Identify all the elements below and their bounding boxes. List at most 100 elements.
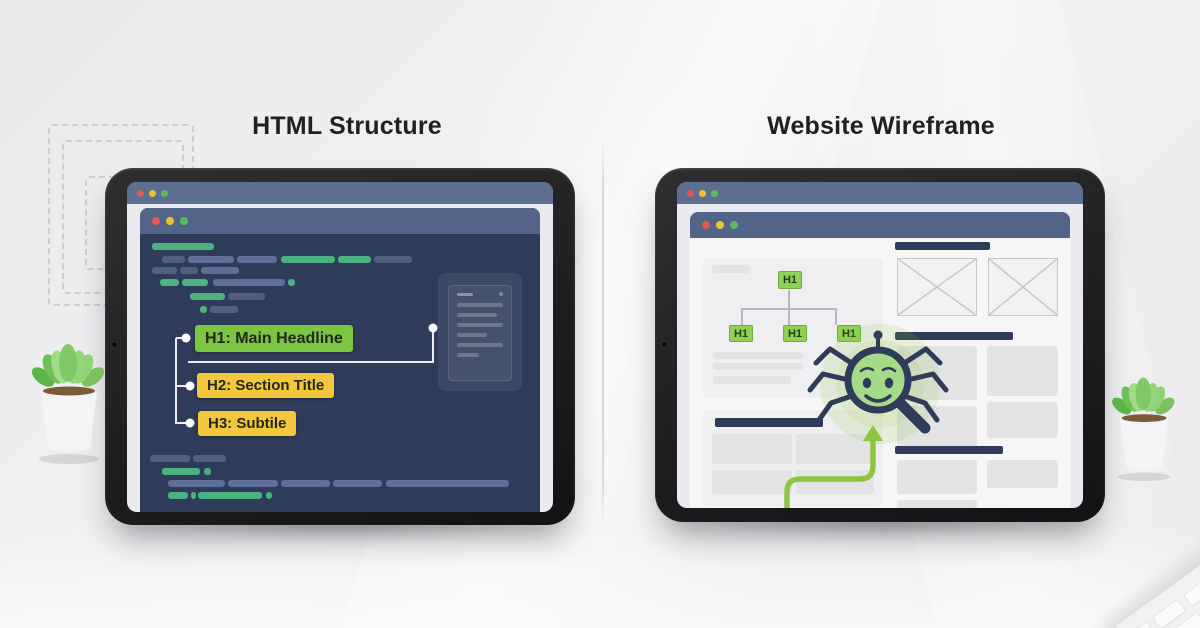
code-line-bar	[210, 306, 238, 313]
potted-plant-left-icon	[31, 344, 105, 464]
code-line-bar	[152, 267, 177, 274]
traffic-light-red-icon	[687, 189, 694, 197]
code-line-bar	[198, 492, 262, 499]
h1-heading-label: H1: Main Headline	[195, 325, 353, 352]
wireframe-block	[712, 434, 792, 464]
tree-line	[788, 290, 790, 308]
wireframe-title-bar	[690, 212, 1070, 238]
traffic-light-red-icon	[702, 221, 710, 229]
code-area: H1: Main Headline H2: Section Title H3: …	[140, 234, 540, 512]
left-tablet-screen: H1: Main Headline H2: Section Title H3: …	[127, 182, 553, 512]
code-line-bar	[190, 293, 225, 300]
wireframe-text-block	[713, 376, 791, 384]
h2-heading-label: H2: Section Title	[197, 373, 335, 398]
right-section-title: Website Wireframe	[767, 112, 995, 140]
code-line-bar	[191, 492, 196, 499]
code-line-bar	[162, 468, 200, 475]
tree-line	[741, 308, 743, 325]
code-line-bar	[180, 267, 198, 274]
wireframe-text-block	[713, 363, 803, 370]
tree-line	[788, 308, 790, 325]
tree-children: H1 H1 H1	[729, 325, 861, 342]
h3-heading-label: H3: Subtile	[198, 411, 297, 436]
code-line-bar	[193, 455, 226, 462]
wireframe-block	[796, 434, 874, 464]
left-section-title: HTML Structure	[252, 112, 442, 140]
image-placeholder	[897, 258, 977, 316]
wireframe-block	[897, 500, 977, 508]
code-line-bar	[182, 279, 208, 286]
traffic-light-green-icon	[161, 189, 168, 197]
traffic-light-red-icon	[152, 217, 160, 225]
image-placeholder	[988, 258, 1058, 316]
code-line-bar	[152, 243, 214, 250]
code-line-bar	[281, 256, 335, 263]
wireframe-section-card	[703, 410, 883, 506]
traffic-light-green-icon	[730, 221, 738, 229]
tree-child-box: H1	[729, 325, 753, 342]
code-line-bar	[201, 267, 239, 274]
tree-child-box: H1	[783, 325, 807, 342]
eye	[884, 377, 894, 389]
camera-icon	[660, 340, 669, 349]
succulent-leaves	[31, 344, 105, 387]
eyebrow	[881, 367, 897, 373]
floor-reflection	[0, 523, 1200, 628]
code-line-bar	[228, 480, 278, 487]
browser-title-bar	[677, 182, 1083, 204]
traffic-light-yellow-icon	[716, 221, 724, 229]
succulent-leaves	[1112, 377, 1175, 415]
code-editor-window: H1: Main Headline H2: Section Title H3: …	[140, 208, 540, 512]
code-line-bar	[266, 492, 272, 499]
traffic-light-yellow-icon	[149, 189, 156, 197]
camera-icon	[110, 340, 119, 349]
code-line-bar	[200, 306, 207, 313]
traffic-light-red-icon	[137, 189, 144, 197]
soil	[43, 386, 95, 396]
wireframe-heading-bar	[715, 418, 823, 427]
code-line-bar	[168, 492, 188, 499]
code-line-bar	[288, 279, 295, 286]
left-tablet: H1: Main Headline H2: Section Title H3: …	[105, 168, 575, 525]
traffic-light-yellow-icon	[166, 217, 174, 225]
wireframe-text-block	[713, 352, 803, 359]
wireframe-heading-bar	[895, 332, 1013, 340]
code-line-bar	[168, 480, 225, 487]
tree-line	[835, 308, 837, 325]
traffic-light-green-icon	[711, 189, 718, 197]
plant-pot	[1119, 418, 1169, 471]
wireframe-heading-bar	[895, 242, 990, 250]
traffic-light-yellow-icon	[699, 189, 706, 197]
plant-pot	[41, 391, 97, 452]
wireframe-block	[796, 470, 874, 494]
traffic-light-green-icon	[180, 217, 188, 225]
code-line-bar	[281, 480, 330, 487]
wireframe-heading-bar	[895, 446, 1003, 454]
wireframe-block	[987, 460, 1058, 488]
editor-title-bar	[140, 208, 540, 234]
potted-plant-right-icon	[1112, 377, 1175, 482]
center-divider-line	[602, 140, 604, 524]
browser-title-bar	[127, 182, 553, 204]
soil	[1121, 414, 1167, 422]
wireframe-block	[897, 406, 977, 448]
code-line-bar	[188, 256, 234, 263]
wireframe-text-block	[712, 265, 750, 273]
code-line-bar	[160, 279, 179, 286]
wireframe-block	[712, 470, 792, 494]
wireframe-block	[987, 402, 1058, 438]
code-line-bar	[204, 468, 211, 475]
wireframe-block	[897, 346, 977, 400]
wireframe-block	[987, 346, 1058, 396]
tree-child-box: H1	[837, 325, 861, 342]
wireframe-block	[897, 460, 977, 494]
code-line-bar	[237, 256, 277, 263]
code-line-bar	[150, 455, 190, 462]
code-line-bar	[213, 279, 285, 286]
tree-root-box: H1	[778, 271, 802, 289]
